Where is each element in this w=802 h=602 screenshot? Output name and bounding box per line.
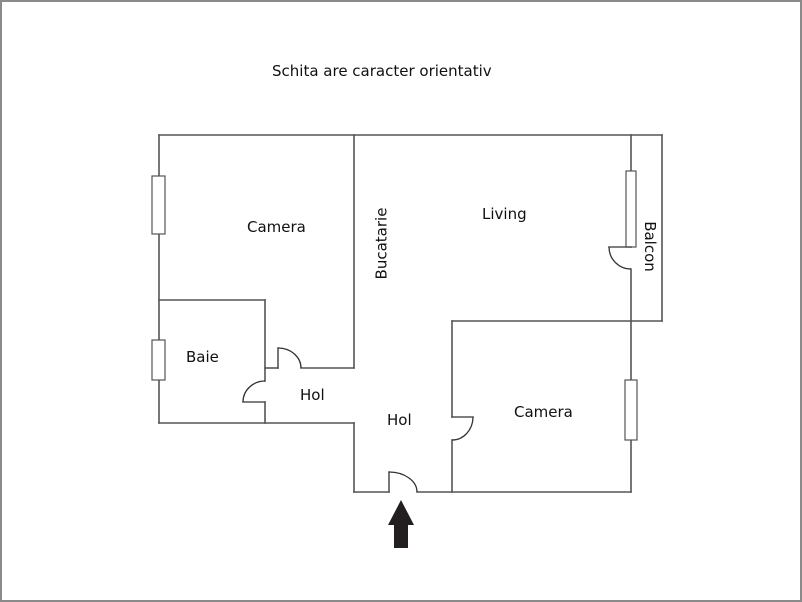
room-label-baie: Baie	[186, 348, 219, 366]
windows	[151, 170, 638, 441]
door-balcon	[608, 246, 632, 270]
window-camera-2	[624, 379, 638, 441]
room-label-bucatarie: Bucatarie	[372, 207, 391, 280]
door-baie	[242, 380, 266, 403]
door-entrance	[388, 471, 418, 493]
door-camera-2	[451, 416, 474, 441]
window-camera-1	[151, 175, 166, 235]
room-label-hol-2: Hol	[387, 411, 412, 429]
room-label-hol-1: Hol	[300, 386, 325, 404]
door-camera-1	[277, 347, 302, 369]
room-label-living: Living	[482, 205, 527, 223]
room-label-camera-1: Camera	[247, 218, 306, 236]
plan-title: Schita are caracter orientativ	[272, 62, 492, 80]
room-label-camera-2: Camera	[514, 403, 573, 421]
walls	[158, 134, 663, 493]
window-baie	[151, 339, 166, 381]
window-living	[625, 170, 637, 248]
arrow-up-icon	[388, 500, 414, 548]
room-label-balcon: Balcon	[640, 221, 659, 272]
doors	[242, 246, 632, 493]
